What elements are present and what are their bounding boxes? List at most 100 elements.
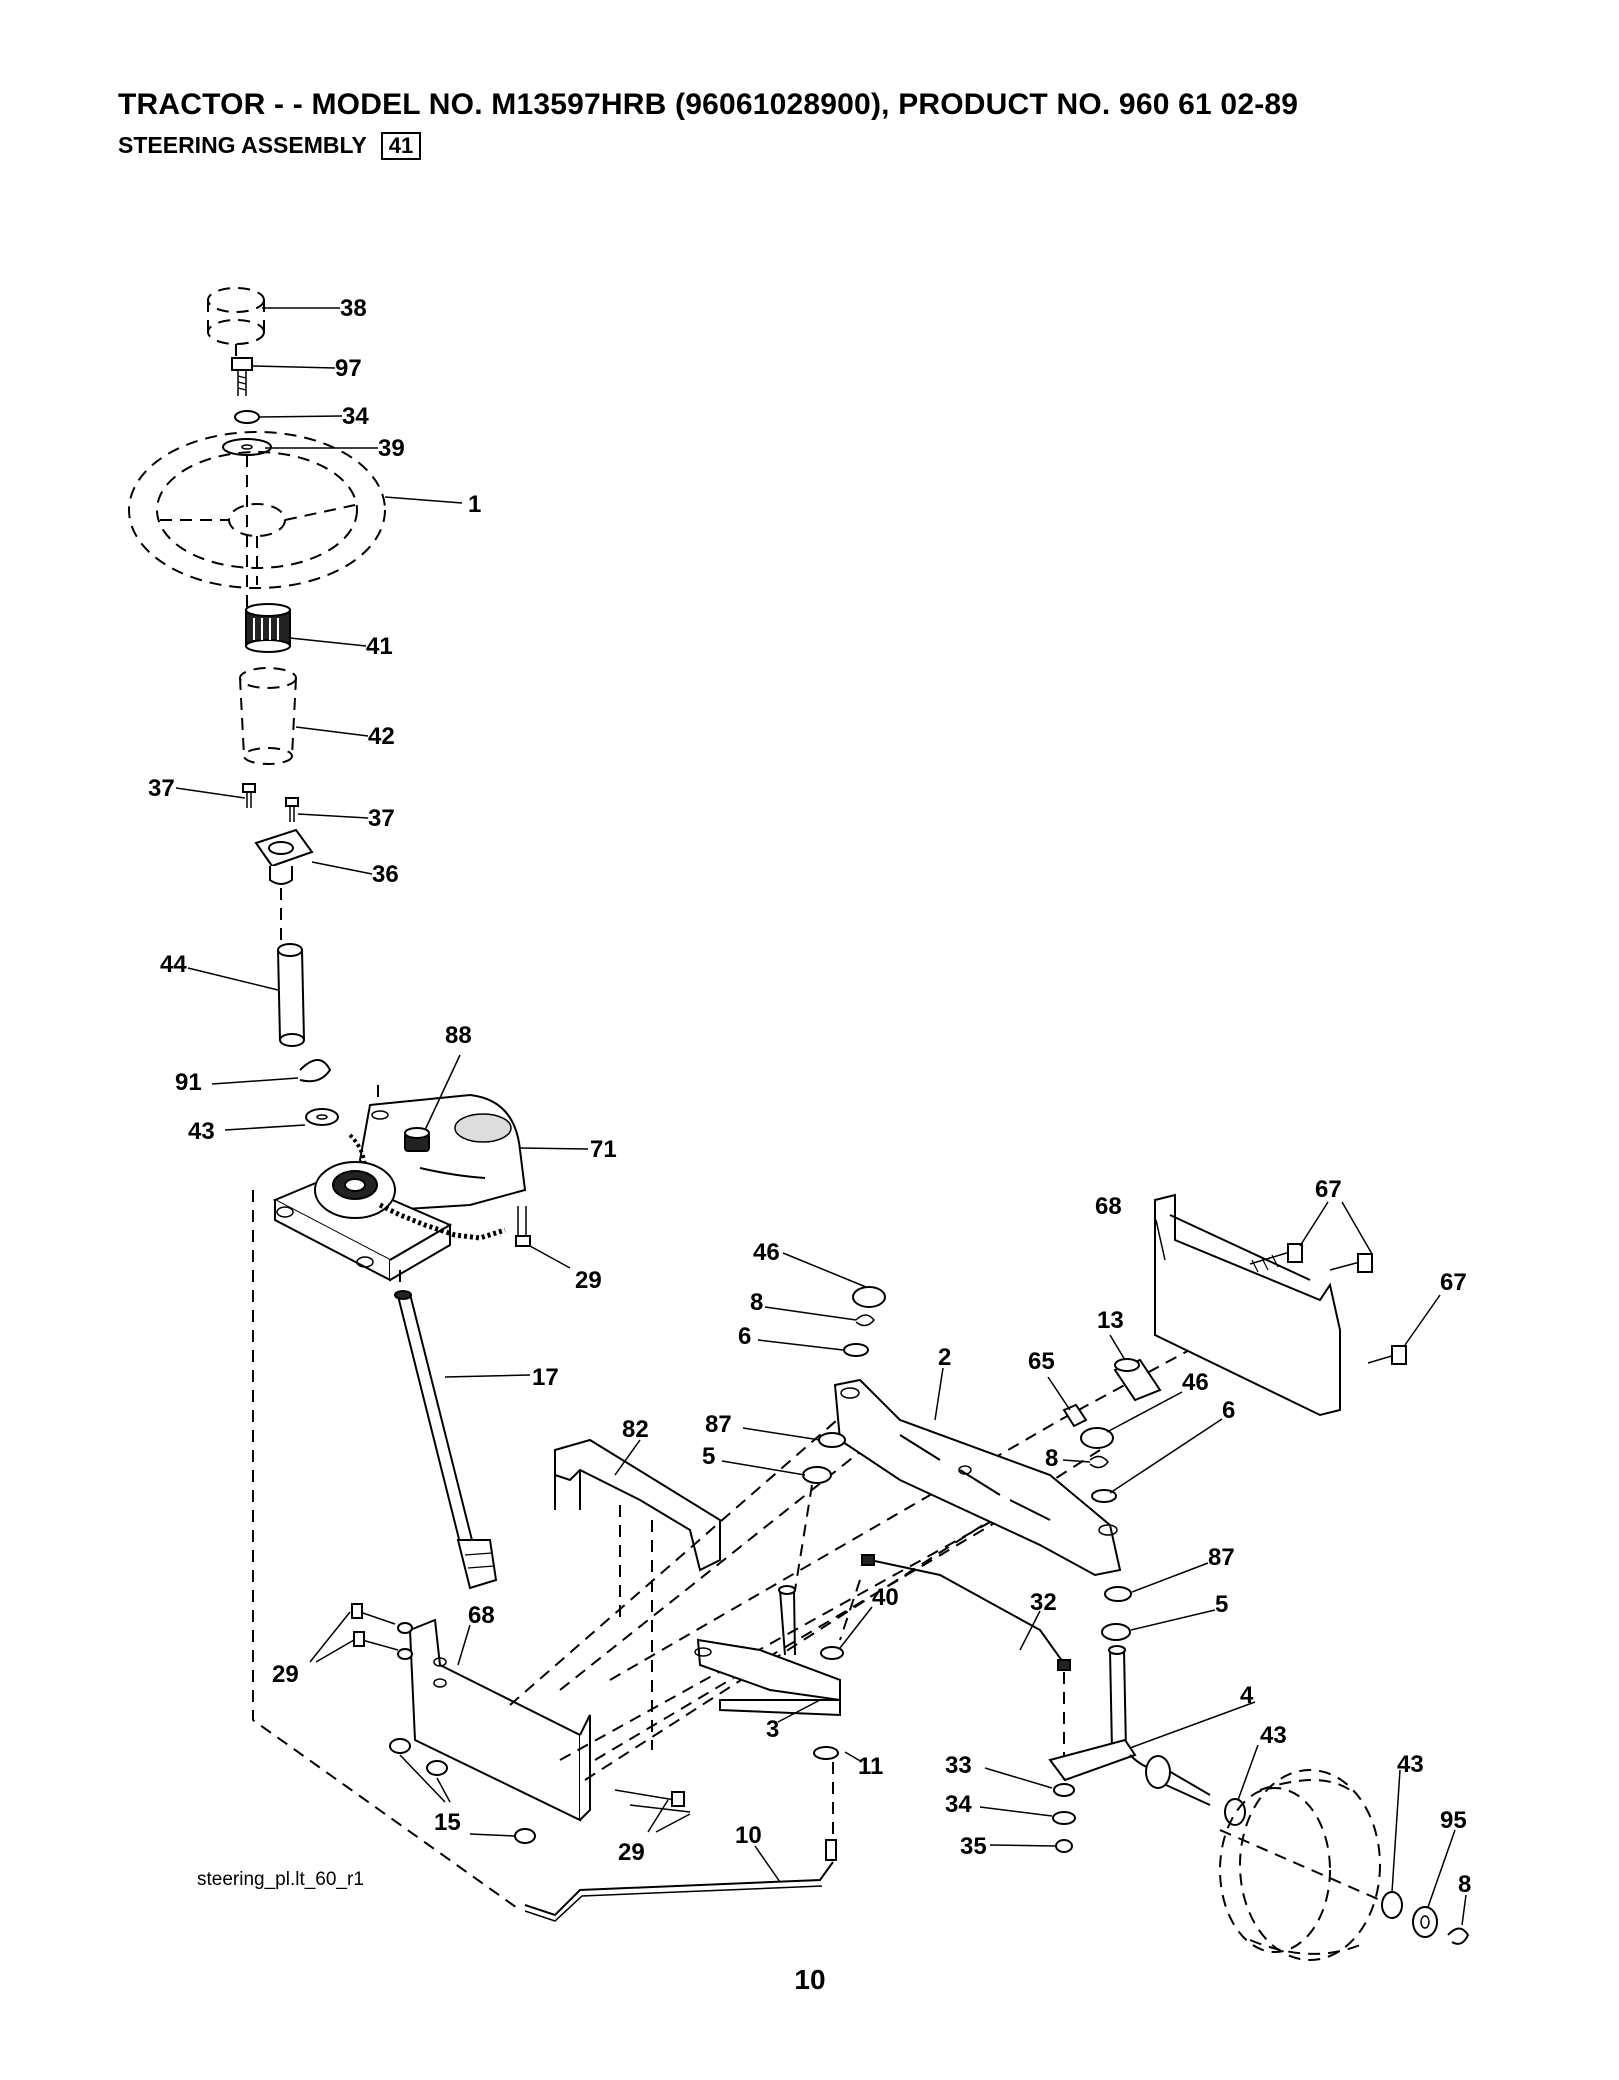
callout-46-left: 46	[753, 1239, 780, 1266]
nut-40	[820, 1646, 844, 1660]
nut-35	[1055, 1839, 1073, 1853]
washer-43-top	[305, 1108, 339, 1126]
callout-40: 40	[872, 1584, 899, 1611]
callout-15: 15	[434, 1809, 461, 1836]
bolts-67	[1249, 1243, 1407, 1365]
tie-rod-10	[524, 1839, 837, 1922]
washer-87-left	[818, 1432, 846, 1448]
callout-34: 34	[342, 403, 369, 430]
steering-wheel-1	[128, 431, 386, 589]
drag-link-32	[861, 1554, 1071, 1671]
gear-housing	[272, 1161, 506, 1282]
spacer-44	[277, 943, 305, 1047]
adapter-41	[245, 603, 291, 653]
washer-11	[813, 1746, 839, 1760]
mount-bracket-82	[554, 1438, 721, 1572]
callout-41: 41	[366, 633, 393, 660]
callout-4: 4	[1240, 1682, 1254, 1709]
mount-plate-68-left	[408, 1618, 591, 1822]
callout-65: 65	[1028, 1348, 1055, 1375]
bolt-37-right	[285, 797, 299, 822]
callout-6-right: 6	[1222, 1397, 1235, 1424]
clip-8-wheel	[1447, 1927, 1470, 1945]
callout-67-right: 67	[1440, 1269, 1467, 1296]
gear-plate-71	[348, 1085, 527, 1216]
bolt-37-left	[242, 783, 256, 808]
callout-37-left: 37	[148, 775, 175, 802]
bolt-97	[231, 357, 253, 396]
callout-68-left: 68	[468, 1602, 495, 1629]
callout-44: 44	[160, 951, 187, 978]
callout-46-right: 46	[1182, 1369, 1209, 1396]
callout-36: 36	[372, 861, 399, 888]
lock-washer-34	[234, 410, 260, 424]
washer-43-wheel	[1381, 1891, 1403, 1919]
callout-8-left: 8	[750, 1289, 763, 1316]
section-badge: 41	[380, 132, 422, 160]
steering-shaft-17	[394, 1290, 498, 1590]
callout-8-wheel: 8	[1458, 1871, 1471, 1898]
callout-33: 33	[945, 1752, 972, 1779]
nut-88	[404, 1127, 430, 1152]
subtitle-text: STEERING ASSEMBLY	[118, 132, 367, 158]
callout-34-bottom: 34	[945, 1791, 972, 1818]
spindle-4	[1048, 1645, 1211, 1806]
steering-arm-3	[694, 1585, 841, 1717]
hairpin-91	[299, 1059, 332, 1083]
nuts-15	[389, 1738, 536, 1844]
callout-43-spindle: 43	[1260, 1722, 1287, 1749]
pivot-bushing-13	[1113, 1358, 1162, 1402]
page-title: TRACTOR - - MODEL NO. M13597HRB (9606102…	[118, 88, 1299, 121]
callout-5-left: 5	[702, 1443, 715, 1470]
callout-6-left: 6	[738, 1323, 751, 1350]
drawing-code: steering_pl.lt_60_r1	[197, 1869, 364, 1890]
callout-29-top: 29	[575, 1267, 602, 1294]
front-axle-2	[833, 1378, 1122, 1577]
cap-46-right	[1080, 1427, 1114, 1449]
callout-39: 39	[378, 435, 405, 462]
lock-washer-34-bottom	[1052, 1811, 1076, 1825]
callout-95: 95	[1440, 1807, 1467, 1834]
bushing-plate-36	[254, 828, 314, 885]
callout-87-left: 87	[705, 1411, 732, 1438]
callout-37-right: 37	[368, 805, 395, 832]
steering-cap-38	[207, 287, 265, 345]
callout-3: 3	[766, 1716, 779, 1743]
callout-71: 71	[590, 1136, 617, 1163]
callout-43-wheel: 43	[1397, 1751, 1424, 1778]
washer-95	[1412, 1906, 1438, 1938]
clip-8-left	[855, 1314, 875, 1327]
callout-11: 11	[858, 1753, 883, 1780]
callout-42: 42	[368, 723, 395, 750]
washer-87-right	[1104, 1586, 1132, 1602]
bolts-29-bottom	[614, 1789, 691, 1813]
callout-8-right: 8	[1045, 1445, 1058, 1472]
callout-35: 35	[960, 1833, 987, 1860]
callout-97: 97	[335, 355, 362, 382]
leader-lines	[175, 307, 1467, 1926]
washer-6-left	[843, 1343, 869, 1357]
callout-2: 2	[938, 1344, 951, 1371]
bushing-5-left	[802, 1466, 832, 1484]
washer-43-spindle	[1224, 1798, 1246, 1826]
clip-8-right	[1089, 1455, 1109, 1469]
section-subtitle: STEERING ASSEMBLY 41	[118, 132, 422, 160]
cap-46-left	[852, 1286, 886, 1308]
callout-38: 38	[340, 295, 367, 322]
callout-88: 88	[445, 1022, 472, 1049]
steering-boot-42	[239, 667, 297, 765]
page-number: 10	[794, 1964, 826, 1995]
callout-labels: 38 97 34 39 1 41 42 37 37 36 44 88 91 43…	[148, 295, 1471, 1898]
callout-43-top: 43	[188, 1118, 215, 1145]
callout-67-top: 67	[1315, 1176, 1342, 1203]
callout-68-right: 68	[1095, 1193, 1122, 1220]
callout-17: 17	[532, 1364, 559, 1391]
front-plate-68-right	[1154, 1193, 1341, 1417]
callout-10: 10	[735, 1822, 762, 1849]
washer-33	[1053, 1783, 1075, 1797]
callout-13: 13	[1097, 1307, 1124, 1334]
callout-32: 32	[1030, 1589, 1057, 1616]
bolts-29-left	[351, 1603, 413, 1660]
callout-5-right: 5	[1215, 1591, 1228, 1618]
